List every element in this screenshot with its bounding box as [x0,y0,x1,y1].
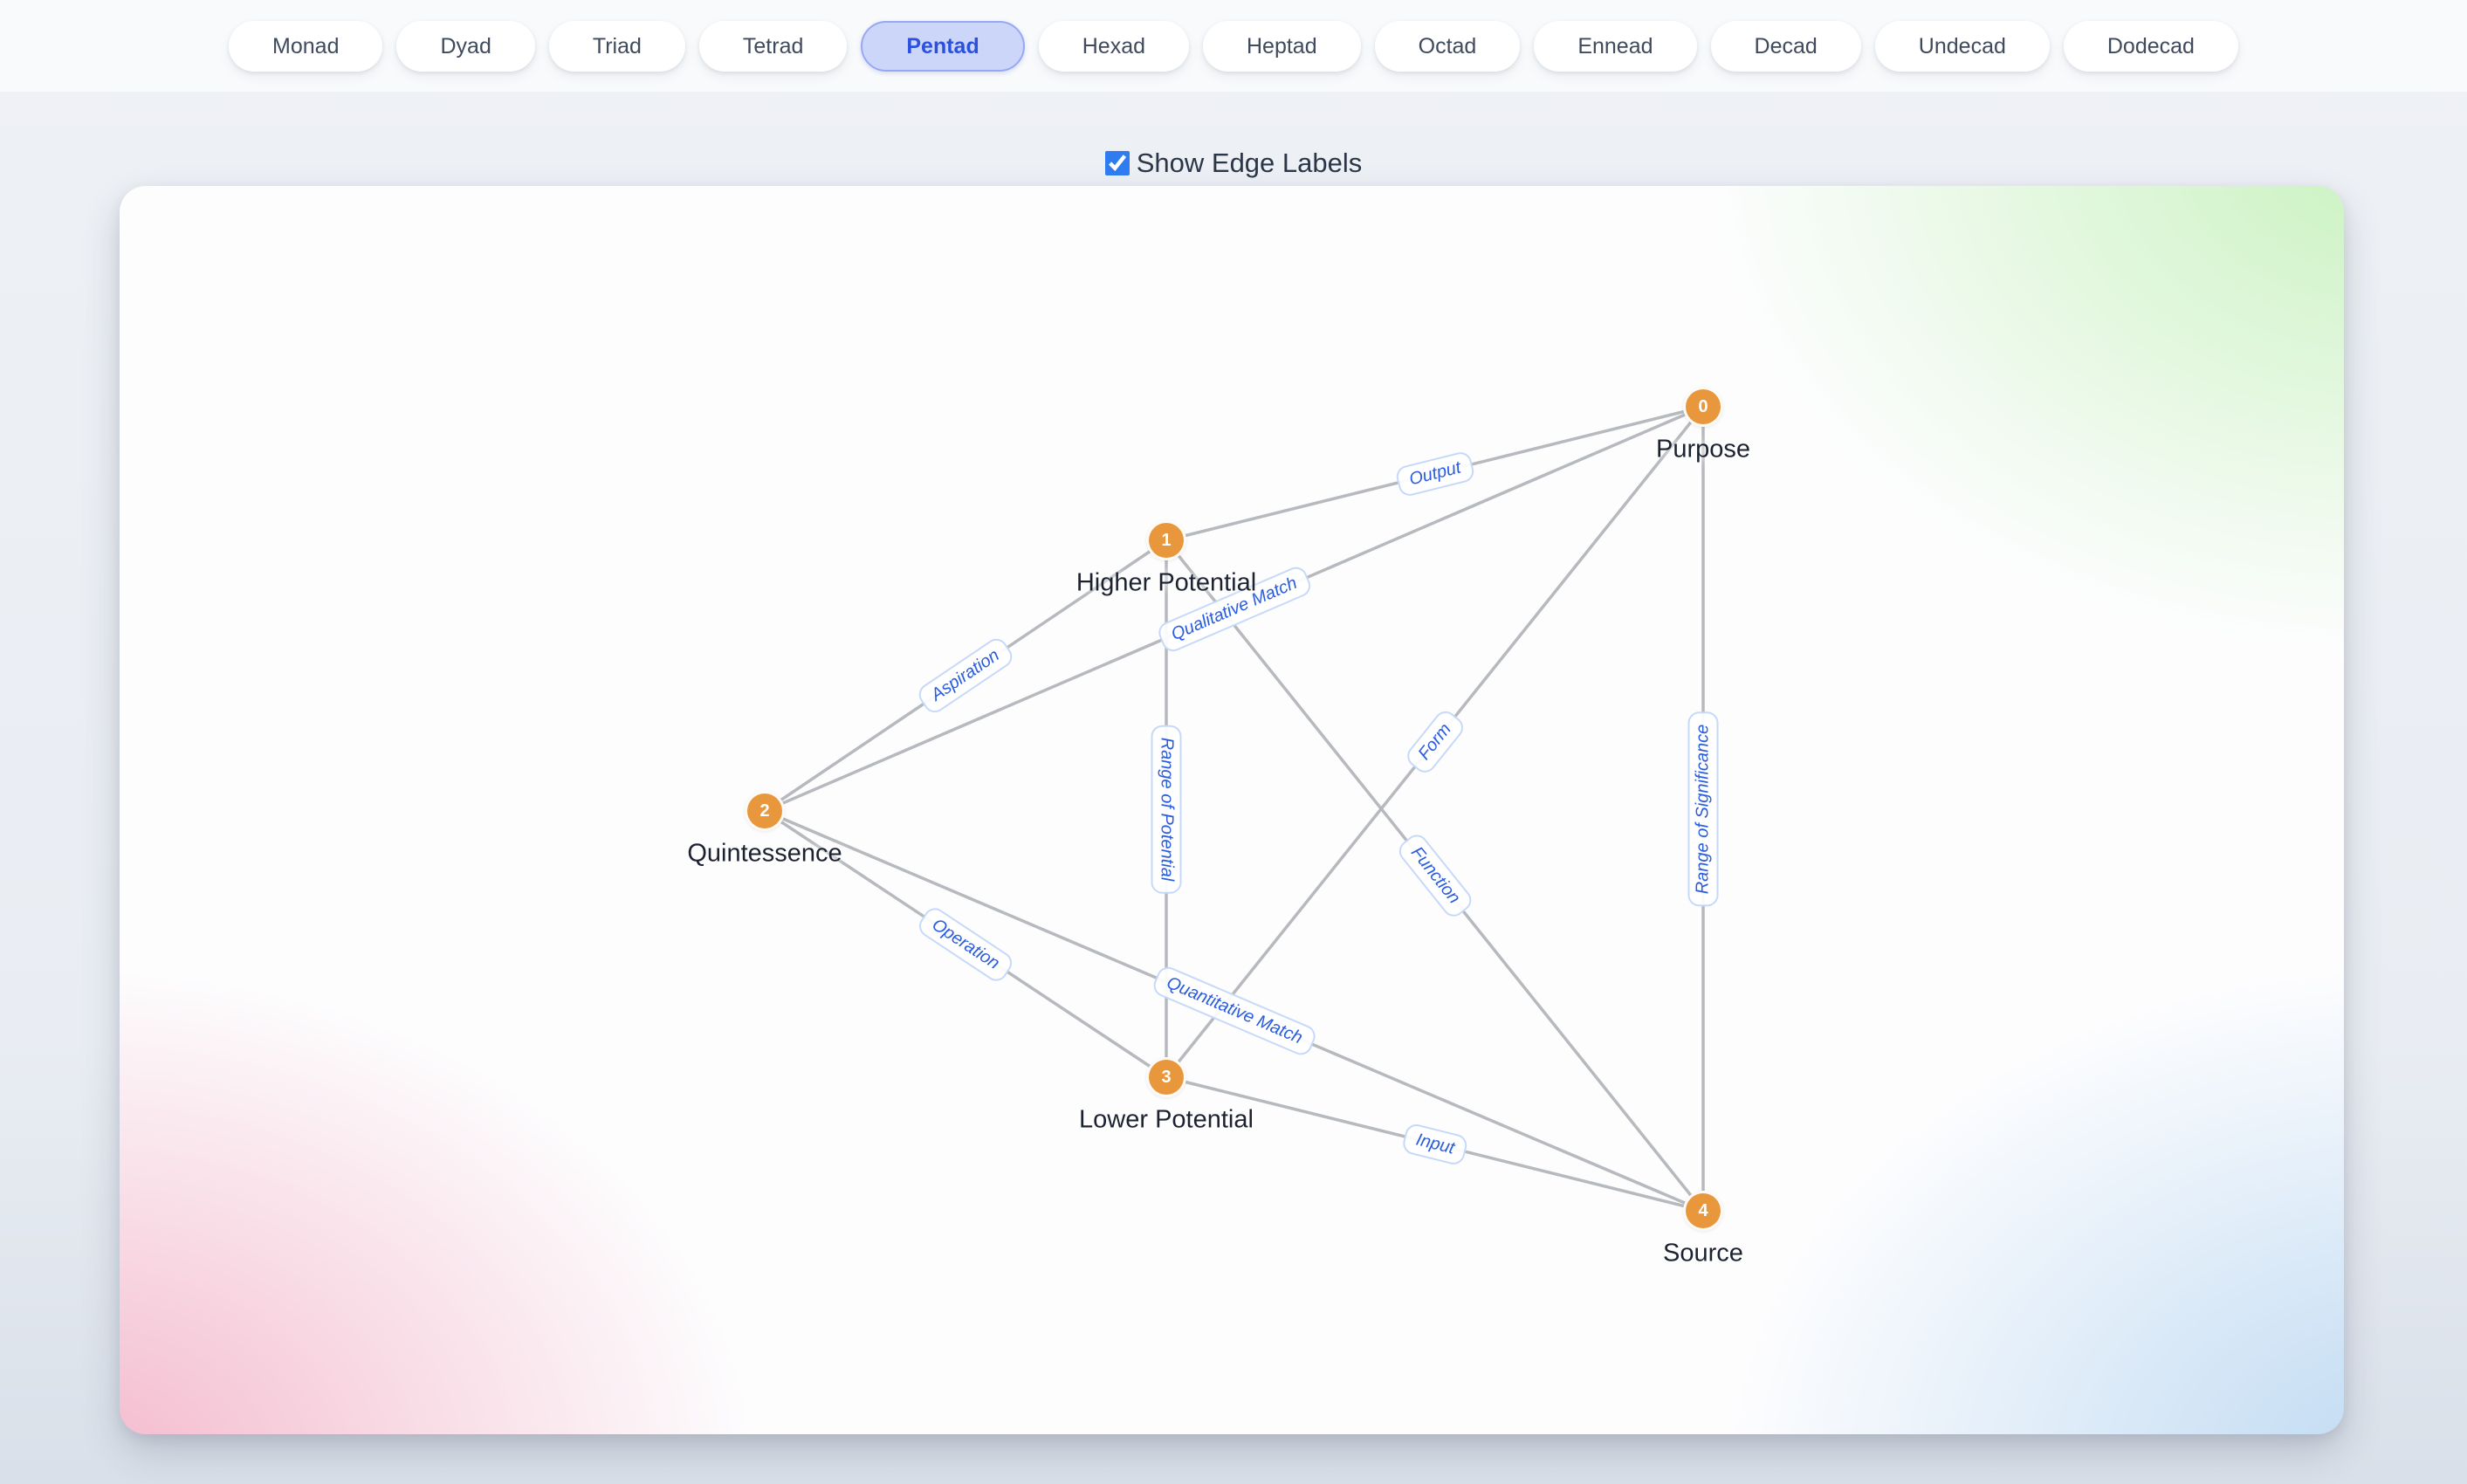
node-label-purpose: Purpose [1655,435,1751,464]
tab-octad[interactable]: Octad [1374,20,1521,72]
tab-undecad[interactable]: Undecad [1874,20,2050,72]
edge-label-range-of-significance: Range of Significance [1687,711,1719,906]
node-lower-potential[interactable]: 3 [1146,1057,1186,1097]
graph-edges-layer [764,405,1705,1213]
tab-triad[interactable]: Triad [548,20,685,72]
node-id-badge: 0 [1698,396,1708,416]
show-edge-labels-label[interactable]: Show Edge Labels [1136,148,1363,178]
tab-heptad[interactable]: Heptad [1203,20,1361,72]
tab-ennead[interactable]: Ennead [1534,20,1697,72]
tab-monad[interactable]: Monad [229,20,383,72]
show-edge-labels-checkbox[interactable] [1104,151,1130,175]
tab-dyad[interactable]: Dyad [396,20,535,72]
tab-pentad[interactable]: Pentad [861,20,1025,72]
node-label-lower-potential: Lower Potential [1079,1105,1254,1134]
node-label-quintessence: Quintessence [687,839,842,868]
node-source[interactable]: 4 [1683,1191,1723,1231]
node-purpose[interactable]: 0 [1683,387,1723,427]
tab-decad[interactable]: Decad [1710,20,1861,72]
node-quintessence[interactable]: 2 [745,791,785,831]
edge-label-range-of-potential: Range of Potential [1151,725,1182,893]
node-id-badge: 4 [1698,1200,1708,1220]
node-label-source: Source [1663,1239,1743,1268]
edge-labels-toggle-row: Show Edge Labels [0,146,2467,181]
node-id-badge: 2 [759,800,770,821]
node-label-higher-potential: Higher Potential [1075,568,1257,597]
node-higher-potential[interactable]: 1 [1146,520,1186,560]
tab-dodecad[interactable]: Dodecad [2063,20,2238,72]
tab-tetrad[interactable]: Tetrad [698,20,848,72]
tab-hexad[interactable]: Hexad [1038,20,1189,72]
node-id-badge: 3 [1161,1067,1172,1087]
node-id-badge: 1 [1161,530,1172,550]
